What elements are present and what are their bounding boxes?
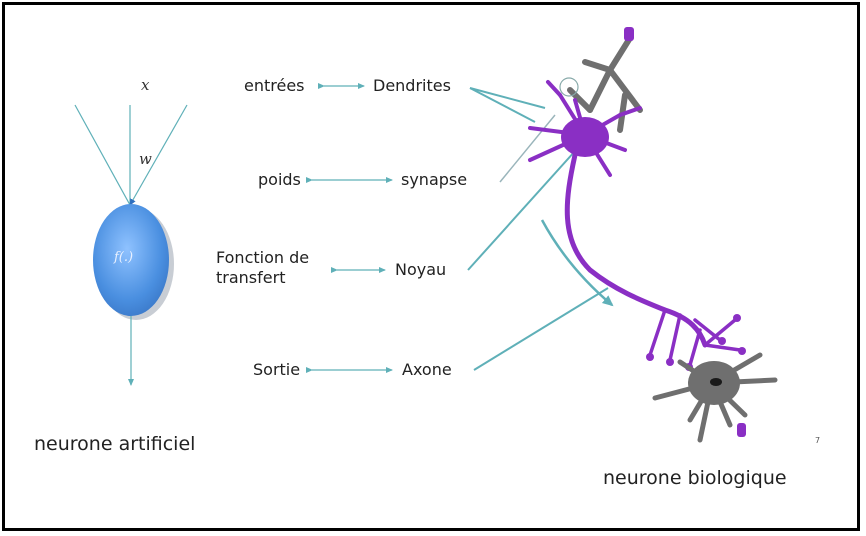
transfer-function-symbol: f(.): [114, 250, 133, 265]
dendrite-tip: [624, 27, 634, 41]
axon-terminals: [650, 310, 740, 365]
biological-neuron: [530, 27, 775, 440]
pointer-dendrites-2: [470, 88, 535, 122]
page-number: 7: [815, 436, 820, 445]
axon: [567, 155, 705, 345]
pointer-dendrites-1: [470, 88, 545, 108]
weight-symbol: w: [139, 150, 152, 168]
label-noyau: Noyau: [395, 260, 446, 279]
label-fonction-de-transfert: Fonction de transfert: [216, 248, 336, 288]
synapse-circle: [560, 78, 578, 96]
input-symbol: x: [141, 76, 149, 94]
caption-artificial: neurone artificiel: [34, 433, 195, 455]
pointer-synapse: [500, 115, 555, 182]
nucleus: [710, 378, 722, 386]
soma: [561, 117, 609, 157]
label-entrees: entrées: [244, 76, 305, 95]
mapping-arrows: [312, 86, 392, 370]
pointer-axone: [474, 288, 608, 370]
label-axone: Axone: [402, 360, 452, 379]
label-poids: poids: [258, 170, 301, 189]
label-dendrites: Dendrites: [373, 76, 451, 95]
artificial-neuron: [75, 105, 187, 385]
input-line-1: [75, 105, 130, 205]
label-sortie: Sortie: [253, 360, 300, 379]
caption-biological: neurone biologique: [603, 467, 787, 489]
postsynaptic-tip: [737, 423, 746, 437]
label-synapse: synapse: [401, 170, 467, 189]
